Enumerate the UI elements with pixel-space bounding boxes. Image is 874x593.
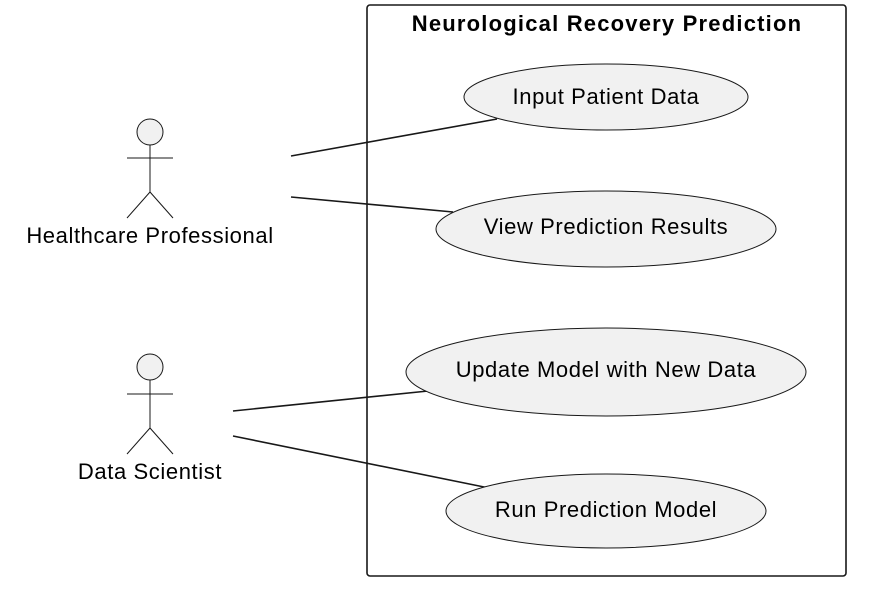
usecase-label: Input Patient Data bbox=[513, 84, 700, 109]
actor-label: Healthcare Professional bbox=[26, 223, 273, 248]
usecase-label: Run Prediction Model bbox=[495, 497, 717, 522]
usecase-run-prediction-model[interactable]: Run Prediction Model bbox=[445, 473, 767, 549]
usecase-input-patient-data[interactable]: Input Patient Data bbox=[463, 63, 749, 131]
actor-data-scientist[interactable]: Data Scientist bbox=[78, 353, 222, 484]
usecase-label: Update Model with New Data bbox=[456, 357, 757, 382]
association-scientist-run bbox=[232, 435, 490, 489]
usecase-update-model[interactable]: Update Model with New Data bbox=[405, 327, 807, 417]
usecase-label: View Prediction Results bbox=[484, 214, 729, 239]
association-healthcare-input bbox=[290, 118, 498, 157]
association-scientist-update bbox=[232, 390, 429, 412]
usecase-ellipse bbox=[463, 63, 749, 131]
stick-figure-icon bbox=[126, 353, 174, 455]
actor-healthcare-professional[interactable]: Healthcare Professional bbox=[26, 118, 273, 248]
system-boundary-rect bbox=[366, 4, 847, 577]
usecase-ellipse bbox=[405, 327, 807, 417]
associations bbox=[232, 118, 498, 489]
stick-figure-icon bbox=[126, 118, 174, 219]
association-healthcare-view bbox=[290, 196, 454, 213]
system-boundary: Neurological Recovery Prediction bbox=[366, 4, 847, 577]
usecase-view-prediction-results[interactable]: View Prediction Results bbox=[435, 190, 777, 268]
actor-label: Data Scientist bbox=[78, 459, 222, 484]
usecase-ellipse bbox=[445, 473, 767, 549]
usecase-ellipse bbox=[435, 190, 777, 268]
system-title: Neurological Recovery Prediction bbox=[412, 11, 803, 36]
